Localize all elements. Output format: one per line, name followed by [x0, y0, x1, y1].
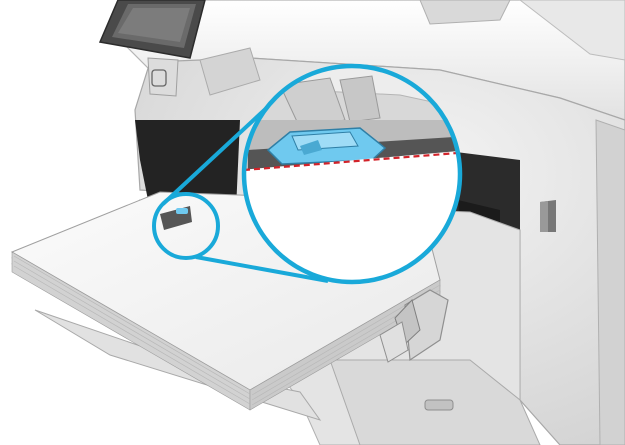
tray-handle — [424, 399, 454, 411]
max-stack-height-line — [244, 150, 460, 172]
paper-width-guide — [379, 289, 449, 363]
zoom-ring — [241, 63, 463, 285]
usb-port-icon — [151, 69, 167, 87]
control-panel — [98, 0, 206, 59]
callout-origin-ring — [152, 192, 220, 260]
zoom-callout — [241, 63, 463, 285]
